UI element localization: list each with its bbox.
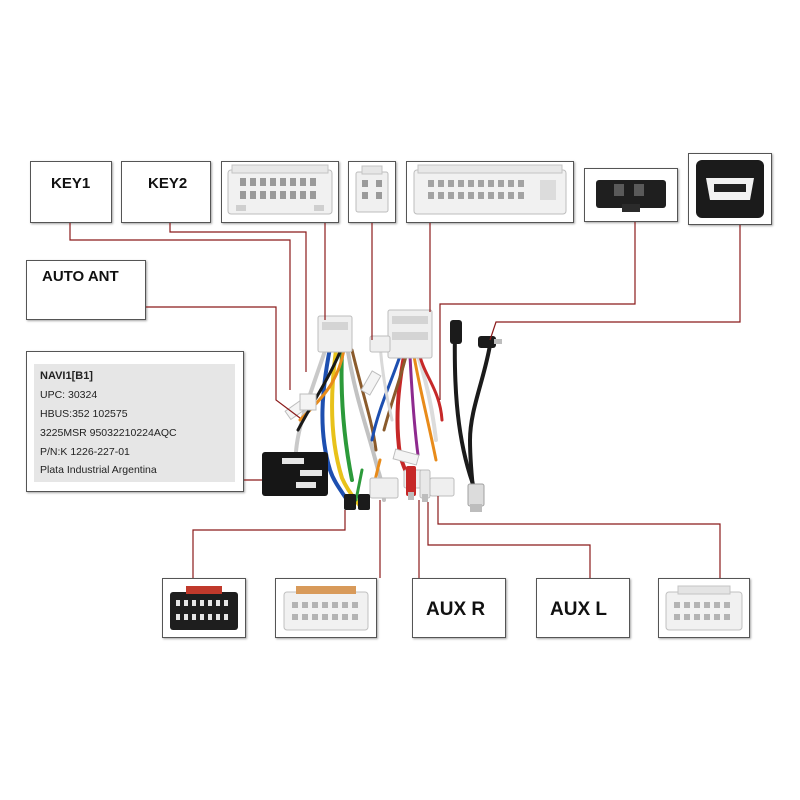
info-line-model: NAVI1[B1] [40, 370, 93, 382]
key1-box: KEY1 [30, 161, 112, 223]
usb-plug [467, 483, 485, 512]
aux-r-box: AUX R [412, 578, 506, 638]
info-line-hbus: HBUS:352 102575 [40, 408, 128, 420]
mini-usb-socket [696, 160, 764, 218]
info-card: NAVI1[B1] UPC: 30324 HBUS:352 102575 322… [34, 364, 235, 482]
rca-plug-white [419, 469, 431, 502]
canbus-decoder-module [262, 452, 328, 496]
black-cable-plug-top [450, 320, 462, 344]
white-connector-bottom-right [665, 585, 743, 631]
white-connector-20pin [227, 164, 333, 215]
info-line-upc: UPC: 30324 [40, 389, 98, 401]
rca-plug-red [406, 466, 416, 500]
white-connector-bottom-orange [283, 586, 369, 631]
info-line-msr: 3225MSR 95032210224AQC [40, 427, 177, 439]
harness-connector-white-small [369, 335, 391, 353]
aux-l-box: AUX L [536, 578, 630, 638]
white-connector-long [413, 164, 567, 215]
black-connector-2pin [596, 180, 666, 212]
key2-box: KEY2 [121, 161, 211, 223]
white-connector-small [355, 165, 389, 213]
leader-lines [69, 222, 741, 578]
black-iso-connector [170, 586, 238, 630]
aux-r-label: AUX R [426, 599, 486, 620]
harness-connector-white-center [387, 309, 433, 359]
audio-jack-plug [478, 336, 502, 348]
black-plugs-bottom [344, 494, 370, 510]
info-line-pn: P/N:K 1226-227-01 [40, 446, 130, 458]
aux-l-label: AUX L [550, 599, 607, 620]
harness-tags [284, 370, 420, 466]
key1-label: KEY1 [51, 175, 91, 192]
info-line-origin: Plata Industrial Argentina [40, 464, 157, 476]
auto-ant-box: AUTO ANT [26, 260, 146, 320]
auto-ant-label: AUTO ANT [42, 268, 119, 285]
harness-connector-white-left [317, 315, 353, 353]
key2-label: KEY2 [148, 175, 188, 192]
